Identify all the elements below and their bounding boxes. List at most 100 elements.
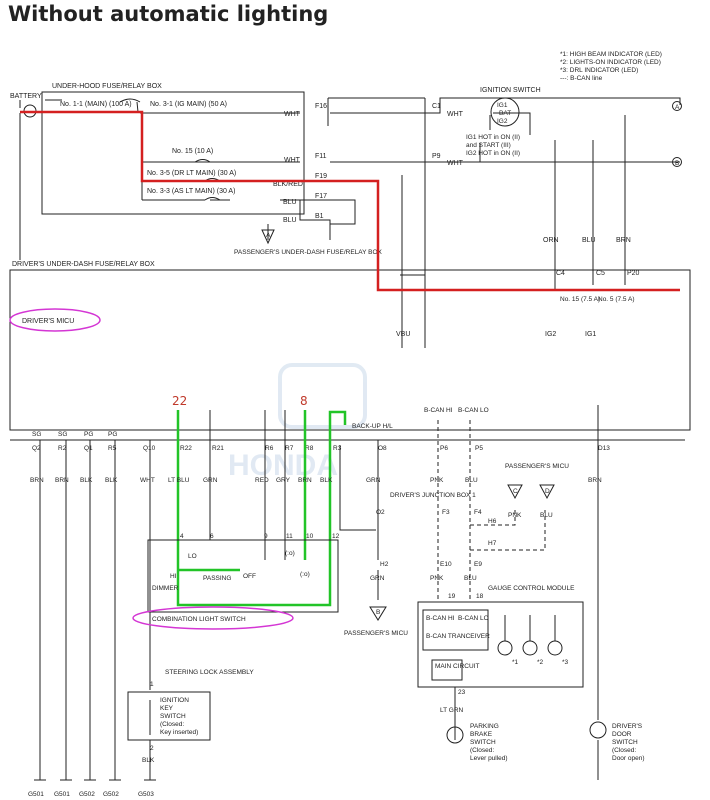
svg-text:HI: HI <box>170 573 177 580</box>
svg-text:19: 19 <box>448 593 456 600</box>
svg-text:BRN: BRN <box>30 477 44 484</box>
svg-text:BRN: BRN <box>298 477 312 484</box>
svg-text:F4: F4 <box>474 509 482 516</box>
svg-text:PG: PG <box>108 431 117 438</box>
marker-22: 22 <box>172 394 187 408</box>
svg-text:B-CAN HI: B-CAN HI <box>424 407 453 414</box>
svg-text:BLU: BLU <box>582 237 596 244</box>
svg-text:18: 18 <box>476 593 484 600</box>
gauge-module-box <box>417 601 584 688</box>
micu-output-wires <box>39 405 599 780</box>
green-light-circuit <box>176 410 347 607</box>
svg-text:BRN: BRN <box>588 477 602 484</box>
gauge-label: GAUGE CONTROL MODULE <box>488 585 575 592</box>
svg-text:*2: *2 <box>537 659 544 666</box>
svg-text:B: B <box>675 160 679 167</box>
svg-text:G501: G501 <box>54 791 70 798</box>
svg-text:1: 1 <box>150 681 154 688</box>
svg-text:BLK: BLK <box>320 477 333 484</box>
svg-text:BLU: BLU <box>283 199 297 206</box>
driver-box-label: DRIVER'S UNDER-DASH FUSE/RELAY BOX <box>12 261 155 268</box>
svg-text:VBU: VBU <box>396 331 410 338</box>
marker-8: 8 <box>300 394 308 408</box>
svg-text:F16: F16 <box>315 103 327 110</box>
svg-text:R22: R22 <box>180 445 192 452</box>
svg-text:SG: SG <box>58 431 67 438</box>
svg-text:Lever pulled): Lever pulled) <box>470 755 508 762</box>
bcan-lines <box>437 420 546 600</box>
svg-text:PNK: PNK <box>508 512 522 519</box>
honda-watermark: HONDA <box>228 363 367 482</box>
svg-text:R7: R7 <box>285 445 294 452</box>
svg-text:RED: RED <box>255 477 269 484</box>
svg-text:(:o): (:o) <box>300 571 310 578</box>
svg-text:IG1: IG1 <box>585 331 596 338</box>
battery-label: BATTERY <box>10 93 42 100</box>
connector-b: B <box>672 157 682 167</box>
wires-black <box>9 97 691 441</box>
svg-text:R2: R2 <box>58 445 67 452</box>
svg-text:C1: C1 <box>432 103 441 110</box>
svg-text:R8: R8 <box>305 445 314 452</box>
svg-text:PNK: PNK <box>430 575 444 582</box>
svg-text:B: B <box>376 609 380 616</box>
passenger-micu-label: PASSENGER'S MICU <box>505 463 569 470</box>
micu-pins: SG SG PG PG Q2 R2 Q1 R5 Q10 R22 R21 R6 R… <box>32 431 610 452</box>
svg-text:R21: R21 <box>212 445 224 452</box>
svg-text:G503: G503 <box>138 791 154 798</box>
svg-text:MAIN CIRCUIT: MAIN CIRCUIT <box>435 663 479 670</box>
svg-text:BLK: BLK <box>80 477 93 484</box>
svg-text:---: B-CAN line: ---: B-CAN line <box>560 75 603 82</box>
svg-text:*3: *3 <box>562 659 569 666</box>
svg-text:B-CAN TRANCEIVER: B-CAN TRANCEIVER <box>426 633 490 640</box>
svg-text:11: 11 <box>286 533 293 540</box>
svg-text:O8: O8 <box>378 445 387 452</box>
svg-text:BLU: BLU <box>540 512 553 519</box>
svg-text:IG2: IG2 <box>545 331 556 338</box>
svg-text:F17: F17 <box>315 193 327 200</box>
svg-text:(Closed:: (Closed: <box>470 747 494 754</box>
svg-text:PG: PG <box>84 431 93 438</box>
svg-text:*1: *1 <box>512 659 519 666</box>
svg-text:A: A <box>266 232 271 239</box>
svg-text:BACK-UP H/L: BACK-UP H/L <box>352 423 393 430</box>
svg-text:B-CAN HI: B-CAN HI <box>426 615 455 622</box>
svg-text:IG2 HOT in ON (II): IG2 HOT in ON (II) <box>466 150 520 157</box>
svg-text:D: D <box>545 488 550 495</box>
micu-label: DRIVER'S MICU <box>22 318 74 325</box>
svg-text:H2: H2 <box>380 561 389 568</box>
svg-text:G502: G502 <box>79 791 95 798</box>
svg-text:D13: D13 <box>598 445 610 452</box>
svg-text:B-CAN LO: B-CAN LO <box>458 615 489 622</box>
svg-text:and START (III): and START (III) <box>466 142 511 149</box>
svg-text:KEY: KEY <box>160 705 174 712</box>
svg-text:(:o): (:o) <box>285 550 295 557</box>
svg-text:SWITCH: SWITCH <box>612 739 638 746</box>
svg-text:H7: H7 <box>488 540 497 547</box>
svg-text:*2: LIGHTS-ON INDICATOR (LED): *2: LIGHTS-ON INDICATOR (LED) <box>560 59 661 66</box>
svg-text:Q1: Q1 <box>84 445 93 452</box>
svg-text:DRIVER'S: DRIVER'S <box>612 723 643 730</box>
combination-highlight <box>132 606 294 630</box>
svg-text:No. 15 (7.5 A): No. 15 (7.5 A) <box>560 296 600 303</box>
svg-text:G501: G501 <box>28 791 44 798</box>
legend: *1: HIGH BEAM INDICATOR (LED) *2: LIGHTS… <box>560 51 662 82</box>
svg-text:E10: E10 <box>440 561 452 568</box>
fuse-f1: No. 1-1 (MAIN) (100 A) <box>60 101 132 108</box>
svg-text:PASSING: PASSING <box>203 575 231 582</box>
svg-text:WHT: WHT <box>284 157 301 164</box>
steering-lock-assembly: STEERING LOCK ASSEMBLY 1 IGNITION KEY SW… <box>127 669 254 780</box>
svg-text:R6: R6 <box>265 445 274 452</box>
svg-text:LT BLU: LT BLU <box>168 477 190 484</box>
svg-text:(Closed:: (Closed: <box>160 721 184 728</box>
svg-text:GRN: GRN <box>203 477 218 484</box>
svg-text:C4: C4 <box>556 270 565 277</box>
svg-text:10: 10 <box>306 533 314 540</box>
fuse-f2: No. 3-1 (IG MAIN) (50 A) <box>150 101 227 108</box>
svg-text:F3: F3 <box>442 509 450 516</box>
svg-text:Q10: Q10 <box>143 445 156 452</box>
ignition-switch-symbol <box>490 97 520 127</box>
svg-text:G502: G502 <box>103 791 119 798</box>
fuse-f4: No. 3-5 (DR LT MAIN) (30 A) <box>147 170 236 177</box>
